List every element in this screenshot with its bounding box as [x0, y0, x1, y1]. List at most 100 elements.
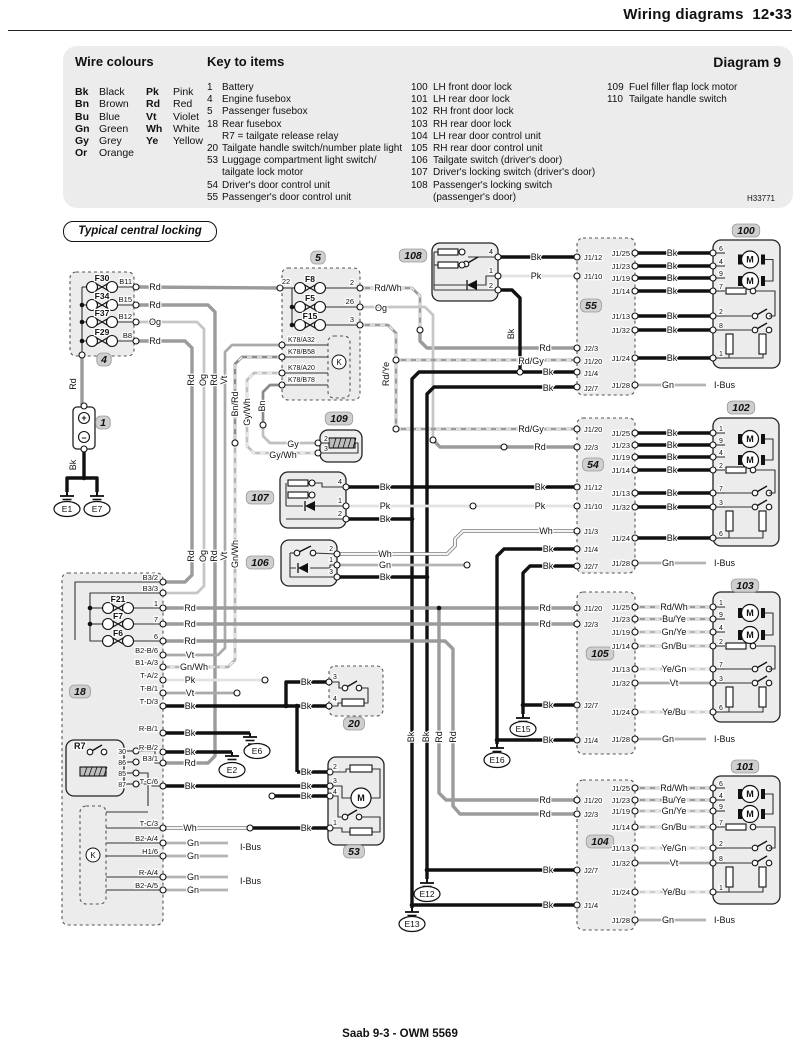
junction-dot: [289, 322, 295, 328]
wire-label: 87: [118, 782, 126, 789]
wire-label: I-Bus: [240, 842, 262, 852]
resistor-icon: [725, 642, 747, 650]
switch-contact: [765, 679, 773, 687]
wire-label: Ye/Gn: [662, 843, 687, 853]
wire-label: I-Bus: [240, 876, 262, 886]
component-number-badge: [245, 555, 275, 570]
resistor-icon: [725, 466, 747, 474]
component-number: 102: [732, 402, 750, 414]
junction-dot: [494, 737, 500, 743]
wire-label: Rd: [539, 619, 551, 629]
wire-label: Bk: [543, 700, 554, 710]
motor-tab: [738, 254, 742, 265]
wire-label: Rd: [184, 636, 196, 646]
resistor-icon: [287, 491, 309, 499]
wire-label: +: [81, 413, 86, 423]
motor-tab: [761, 276, 765, 286]
wire: [330, 785, 351, 799]
wire: [136, 772, 149, 806]
wire-label: J1/13: [612, 665, 630, 674]
wire-label: 2: [719, 309, 723, 316]
wire-label: Bu/Ye: [662, 614, 686, 624]
wire-label: 2: [338, 509, 342, 518]
pin: [278, 381, 286, 389]
pin: [80, 402, 88, 410]
wire-label: 4: [333, 696, 337, 703]
component-number: 104: [591, 836, 609, 848]
pin: [573, 620, 581, 628]
page-number: 12•33: [752, 6, 792, 23]
pin: [573, 527, 581, 535]
pin: [458, 248, 466, 256]
wire-label: J1/4: [584, 369, 598, 378]
pin: [469, 502, 477, 510]
resistor-hatch: [352, 437, 357, 449]
wire-label: Rd: [539, 603, 551, 613]
component-number: 1: [100, 417, 106, 429]
wire-label: Rd: [186, 550, 196, 562]
wire-label: Vt: [670, 678, 679, 688]
component-number-badge: [95, 415, 111, 430]
pin: [159, 578, 167, 586]
motor-label: M: [746, 809, 754, 819]
wire-label: Rd: [68, 378, 78, 390]
earth-point: [83, 500, 111, 518]
wire-label: 2: [719, 841, 723, 848]
component-number-badge: [310, 250, 326, 265]
key-to-items-title: Key to items: [207, 54, 285, 69]
key-item: tailgate lock motor: [222, 167, 304, 179]
wire-label: Bk: [531, 252, 542, 262]
component-number: 54: [587, 459, 599, 471]
wire-label: 3: [324, 446, 328, 453]
pin: [573, 796, 581, 804]
contact: [749, 287, 757, 295]
switch-contact: [765, 503, 773, 511]
wire-label: 8: [719, 856, 723, 863]
contact: [749, 466, 757, 474]
pin: [709, 534, 717, 542]
wire-label: −: [81, 433, 86, 443]
wire: [355, 442, 359, 448]
wire-label: T-D/3: [140, 697, 158, 706]
pin: [709, 287, 717, 295]
pin: [631, 888, 639, 896]
wire-label: 6: [719, 531, 723, 538]
earth-point-label: E2: [227, 765, 238, 775]
resistor-icon: [725, 287, 747, 295]
pin: [326, 782, 334, 790]
pin: [709, 429, 717, 437]
pin: [132, 301, 140, 309]
pin: [573, 383, 581, 391]
pin: [159, 620, 167, 628]
pin: [246, 824, 254, 832]
pin: [709, 354, 717, 362]
wire-label: B3/1: [143, 754, 158, 763]
wire: [163, 343, 282, 657]
wire-label: R-B/1: [139, 724, 158, 733]
wire-label: T-A/2: [140, 671, 158, 680]
resistor-icon: [349, 827, 373, 836]
wire-label: J2/3: [584, 620, 598, 629]
motor-tab: [738, 608, 742, 618]
wire-label: 2: [329, 546, 333, 553]
wire-stripe: [360, 324, 397, 429]
pin: [709, 628, 717, 636]
pin: [326, 824, 334, 832]
wire: [728, 354, 764, 359]
motor-tab: [761, 789, 765, 799]
pin: [709, 615, 717, 623]
fuse-icon: [293, 318, 307, 332]
wire-label: 1: [489, 266, 493, 275]
wire-label: Rd: [149, 300, 161, 310]
wire-label: Rd: [539, 795, 551, 805]
pin: [159, 873, 167, 881]
wire-label: B2-A/4: [135, 834, 158, 843]
wire-label: J1/24: [612, 354, 630, 363]
fuse-icon: [121, 634, 135, 648]
pin: [631, 441, 639, 449]
switch-contact: [765, 859, 773, 867]
